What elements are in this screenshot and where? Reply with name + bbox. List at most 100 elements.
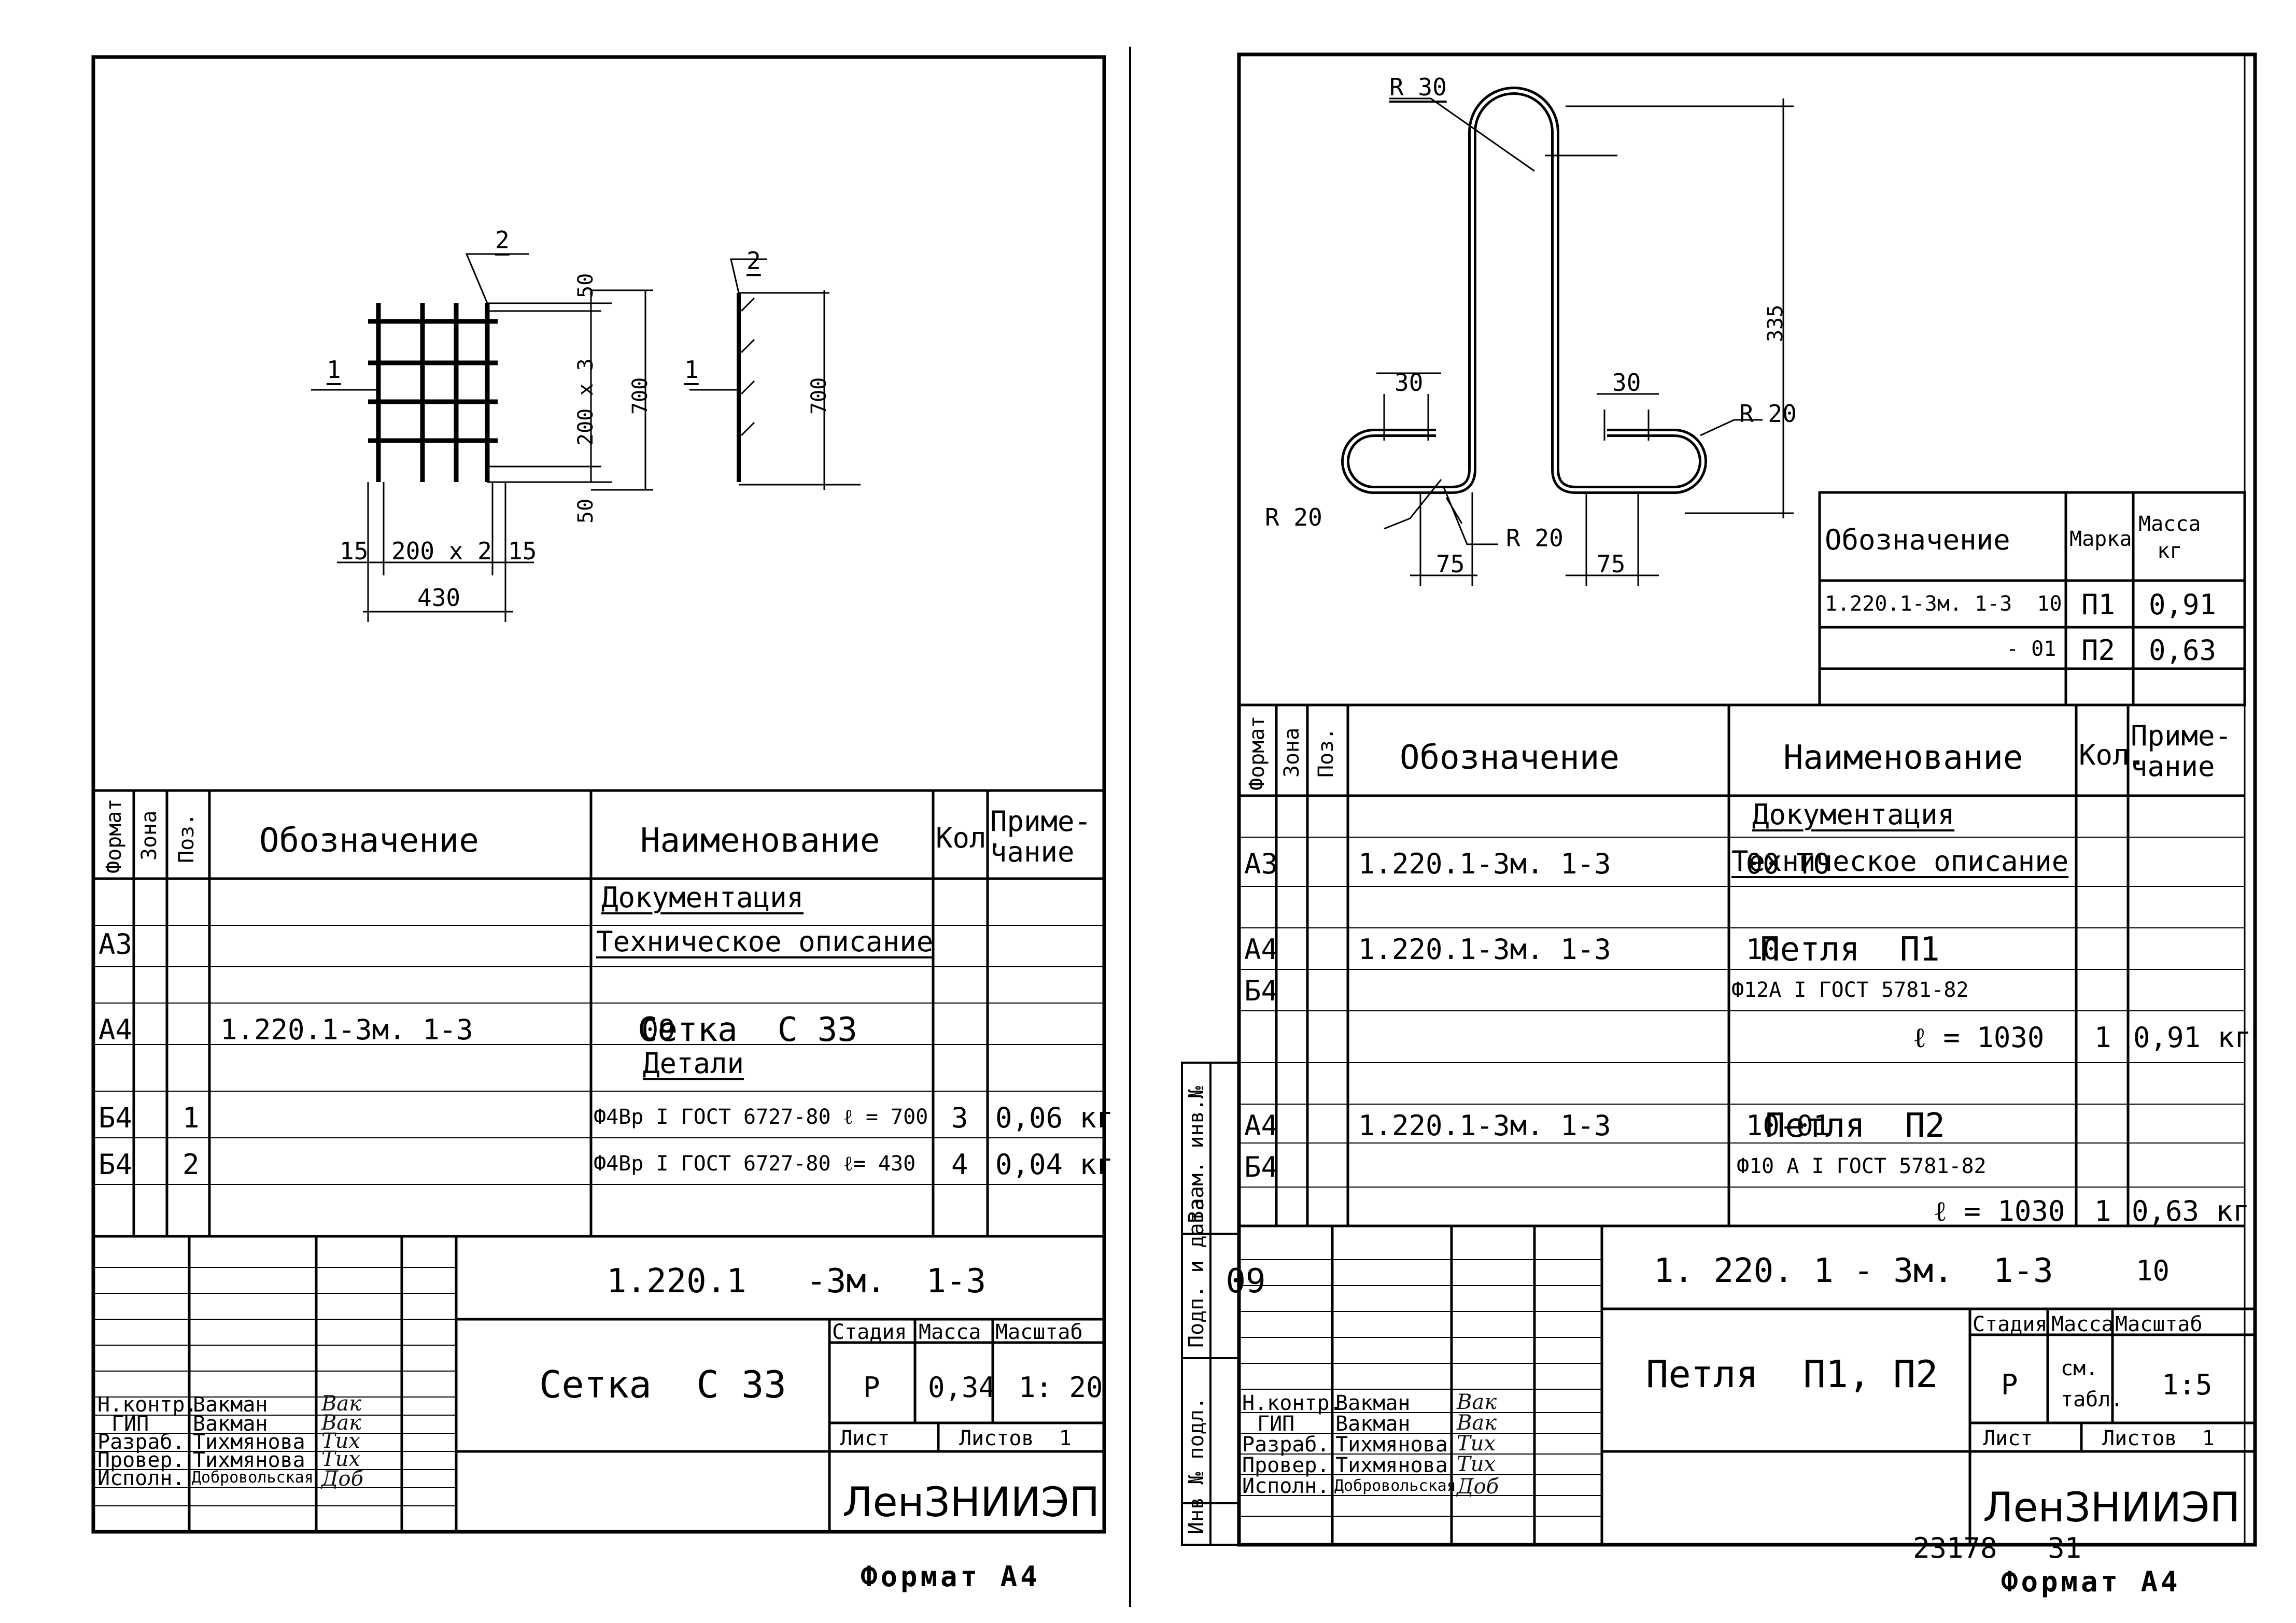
- right-row-9-name: Ф10 А I ГОСТ 5781-82: [1737, 1154, 1987, 1178]
- right-format-footer: Формат А4: [2001, 1565, 2181, 1598]
- left-dim-15-right: 15: [508, 537, 537, 565]
- right-mass: см. табл.: [2061, 1357, 2123, 1412]
- right-row-6-note: 0,91 кг: [2133, 1021, 2251, 1054]
- left-signature-1: Вак: [321, 1392, 362, 1416]
- right-mark-table-h-mass: Масса кг: [2138, 512, 2201, 563]
- left-signature-5: Доб: [321, 1467, 364, 1491]
- right-signature-5: Доб: [1457, 1475, 1499, 1499]
- left-doc-title: Сетка С 33: [539, 1363, 786, 1406]
- left-mass-label: Масса: [919, 1320, 981, 1344]
- left-doc-number: 1.220.1 -3м. 1-3 09: [607, 1262, 1266, 1301]
- right-org-name: ЛенЗНИИЭП: [1983, 1485, 2241, 1531]
- right-name-3: Тихмянова: [1335, 1433, 1448, 1457]
- right-dim-75-right: 75: [1597, 550, 1626, 578]
- left-dim-430: 430: [417, 584, 461, 612]
- right-mark-table-h-designation: Обозначение: [1825, 524, 2010, 556]
- left-sheet: 2 1 2 1 50 200 x 3 700 50 15 200 x 2 15 …: [0, 0, 1266, 1623]
- right-row-10-note: 0,63 кг: [2132, 1195, 2250, 1227]
- right-sheets-label: Листов 1: [2102, 1427, 2215, 1450]
- left-row-7-qty: 4: [951, 1148, 968, 1181]
- right-dim-335: 335: [1764, 304, 1787, 342]
- left-row-7-note: 0,04 кг: [995, 1148, 1114, 1181]
- right-scale-label: Масштаб: [2115, 1312, 2203, 1336]
- right-sheet-lines: [1181, 52, 2257, 1547]
- right-name-2: Вакман: [1335, 1412, 1411, 1436]
- left-row-5-name: Детали: [643, 1047, 744, 1080]
- left-format-footer: Формат А4: [861, 1560, 1040, 1593]
- left-header-pos: Поз.: [175, 813, 199, 863]
- left-role-5: Исполн.: [97, 1466, 185, 1490]
- right-signature-3: Тих: [1457, 1432, 1496, 1456]
- left-row-4-designation: 1.220.1-3м. 1-3 09: [220, 1013, 675, 1046]
- left-role-3: Разраб.: [97, 1430, 185, 1454]
- right-role-1: Н.контр.: [1242, 1391, 1342, 1415]
- left-dim-200x2: 200 x 2: [391, 537, 492, 565]
- right-r30-label: R 30: [1389, 73, 1447, 101]
- right-row-2-format: А3: [1244, 848, 1278, 880]
- right-header-designation: Обозначение: [1400, 739, 1619, 777]
- left-dim-200x3: 200 x 3: [574, 358, 598, 446]
- right-doc-sheet: 10: [2136, 1254, 2170, 1287]
- left-row-6-pos: 1: [182, 1102, 200, 1134]
- left-row-2-format: А3: [98, 928, 133, 961]
- right-role-3: Разраб.: [1242, 1433, 1330, 1457]
- right-mass-label: Масса: [2051, 1312, 2114, 1336]
- right-row-5-name: Ф12А I ГОСТ 5781-82: [1731, 978, 1969, 1002]
- right-role-2: ГИП: [1257, 1412, 1295, 1436]
- left-pos-mark-1: 1: [327, 356, 341, 384]
- left-mass: 0,34: [928, 1371, 996, 1404]
- right-stage-label: Стадия: [1973, 1312, 2048, 1336]
- right-row-6-qty: 1: [2094, 1021, 2111, 1054]
- left-dim-15-left: 15: [340, 537, 369, 565]
- left-row-7-name: Ф4Вр I ГОСТ 6727-80 ℓ= 430: [594, 1152, 916, 1176]
- left-name-4: Тихмянова: [193, 1448, 305, 1472]
- left-signature-3: Тих: [321, 1429, 360, 1453]
- right-role-4: Провер.: [1242, 1453, 1330, 1477]
- right-mark-row-2-mass: 0,63: [2149, 634, 2217, 667]
- left-row-7-format: Б4: [98, 1148, 133, 1181]
- right-row-4-name: Петля П1: [1760, 930, 1940, 969]
- right-row-8-name: Петля П2: [1765, 1107, 1945, 1145]
- right-header-format: Формат: [1245, 715, 1269, 791]
- left-side-dim-700: 700: [807, 377, 831, 415]
- left-row-4-format: А4: [98, 1013, 133, 1046]
- right-mark-row-2-designation: - 01: [2006, 637, 2056, 661]
- right-header-qty: Кол.: [2079, 739, 2147, 771]
- left-signature-4: Тих: [321, 1447, 360, 1471]
- right-header-zone: Зона: [1280, 727, 1304, 778]
- right-header-name: Наименование: [1783, 739, 2023, 777]
- left-row-6-qty: 3: [951, 1102, 968, 1134]
- right-name-1: Вакман: [1335, 1391, 1411, 1415]
- right-dim-30-right: 30: [1612, 369, 1641, 397]
- right-doc-number: 1. 220. 1 - 3м. 1-3: [1654, 1252, 2053, 1290]
- left-scale-label: Масштаб: [995, 1320, 1083, 1344]
- right-stage: Р: [2001, 1368, 2018, 1401]
- right-r20-left: R 20: [1265, 503, 1322, 531]
- right-row-4-format: А4: [1244, 933, 1278, 966]
- left-scale: 1: 20: [1019, 1371, 1103, 1404]
- right-header-note: Приме- чание: [2131, 719, 2232, 783]
- left-row-6-name: Ф4Вр I ГОСТ 6727-80 ℓ = 700: [594, 1105, 928, 1129]
- left-pos-mark-2: 2: [495, 226, 510, 254]
- right-sheet: R 30 335 30 30 R 20 R 20 R 20 75 75 Обоз…: [1140, 0, 2296, 1623]
- left-side-mark-2: 2: [746, 247, 761, 275]
- left-sheet-lines: [91, 47, 1131, 1607]
- right-row-10-qty: 1: [2094, 1195, 2111, 1227]
- left-header-designation: Обозначение: [259, 822, 479, 860]
- left-sheets-label: Листов 1: [959, 1427, 1072, 1450]
- right-row-10-name: ℓ = 1030: [1934, 1195, 2065, 1227]
- right-mark-table-h-mark: Марка: [2069, 527, 2132, 551]
- left-side-mark-1: 1: [684, 356, 699, 384]
- left-org-name: ЛенЗНИИЭП: [842, 1479, 1100, 1526]
- right-r20-right: R 20: [1739, 400, 1797, 428]
- right-stamp-number: 23178 31: [1913, 1532, 2082, 1564]
- right-dim-75-left: 75: [1436, 550, 1465, 578]
- right-row-1-name: Документация: [1752, 798, 1955, 831]
- right-side-label-replace: Взам. инв.№: [1185, 1086, 1208, 1223]
- right-mark-row-1-mark: П1: [2081, 588, 2116, 621]
- left-header-zone: Зона: [137, 810, 161, 860]
- left-name-5: Добровольская: [192, 1469, 314, 1487]
- left-dim-50-top: 50: [574, 273, 598, 298]
- right-role-5: Исполн.: [1242, 1474, 1330, 1498]
- right-header-pos: Поз.: [1314, 727, 1338, 778]
